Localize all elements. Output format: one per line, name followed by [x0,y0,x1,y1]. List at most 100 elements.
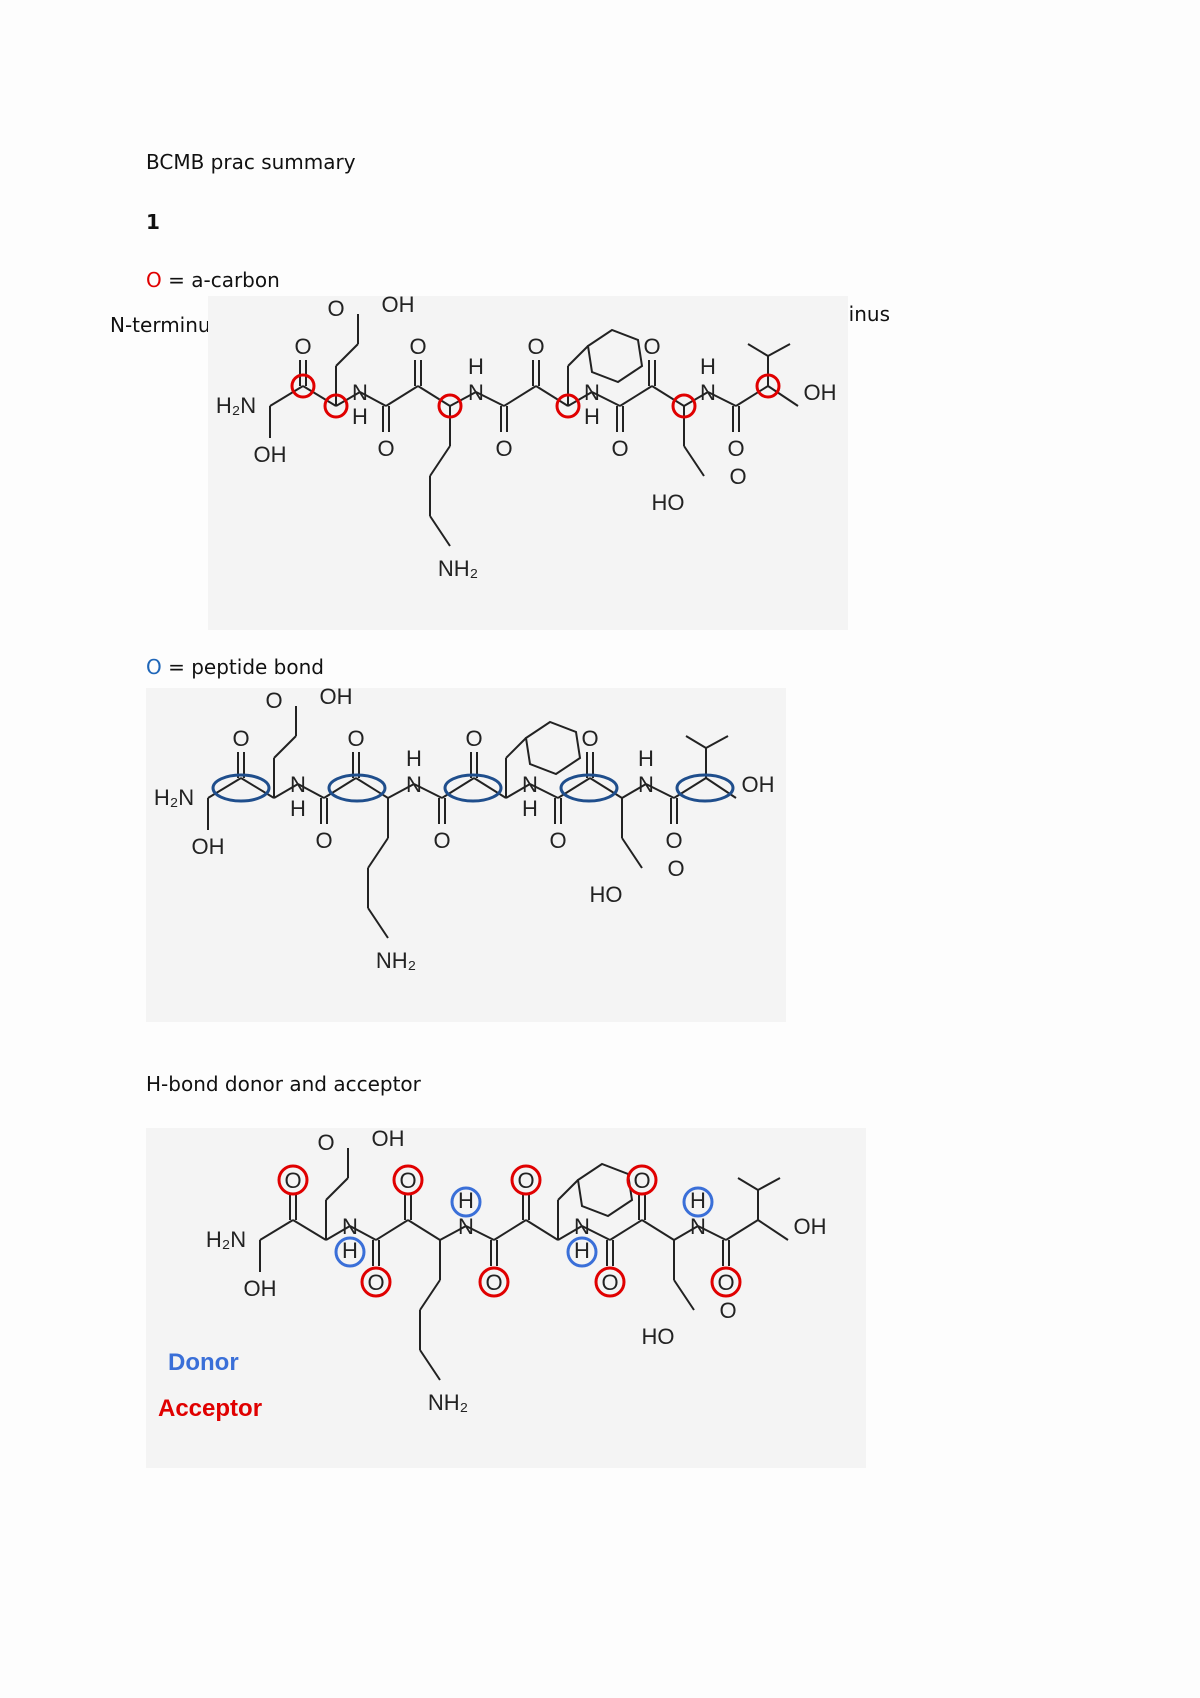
bond-line [385,385,419,407]
carbonyl-oxygen-label: O [611,436,628,461]
hbond-donor-marker [566,1236,598,1268]
bond-line [505,737,527,759]
bond-line [535,385,569,407]
phenyl-ring [576,1162,634,1218]
bond-line [685,735,707,749]
hbond-donor-marker [334,1236,366,1268]
bond-line [621,837,643,869]
bond-line [355,777,389,799]
bond-line [767,385,799,407]
hbond-acceptor-marker [478,1266,510,1298]
amide-nitrogen-label: N [638,772,654,797]
aspartate-carbonyl-label: O [719,1298,736,1323]
bond-line [359,391,387,407]
peptide-bond-marker [327,773,387,803]
amide-nitrogen-label: N [522,772,538,797]
alpha-carbon-marker [323,393,349,419]
lysine-amine-label: NH₂ [376,948,416,973]
lysine-amine-label: NH₂ [438,556,478,581]
amide-hydrogen-label: H [522,796,538,821]
lysine-amine-label: NH₂ [428,1390,468,1415]
bond-line [557,1179,579,1201]
bond-line [439,1225,467,1241]
glutamate-hydroxyl-label: OH [382,296,415,317]
carbonyl-oxygen-label: O [284,1168,301,1193]
peptide-bond-symbol: O [146,655,162,679]
bond-line [589,777,623,799]
bond-line [375,1219,409,1241]
phenyl-ring [524,720,582,776]
bond-line [367,907,389,939]
carbonyl-oxygen-label: O [485,1270,502,1295]
bond-line [503,385,537,407]
hbond-donor-marker [450,1186,482,1218]
aspartate-hydroxyl-label: HO [652,490,685,515]
bond-line [557,1225,583,1241]
alpha-carbon-marker [437,393,463,419]
alpha-carbon-text: = a-carbon [161,268,280,292]
peptide-bond-marker [211,773,271,803]
aspartate-carbonyl-label: O [729,464,746,489]
amide-nitrogen-label: N [406,772,422,797]
bond-line [567,391,593,407]
carbonyl-oxygen-label: O [495,436,512,461]
aspartate-carbonyl-label: O [667,856,684,881]
aspartate-hydroxyl-label: HO [590,882,623,907]
bond-line [757,1219,789,1241]
bond-line [465,1225,495,1241]
amide-hydrogen-label: H [468,354,484,379]
carbonyl-oxygen-label: O [232,726,249,751]
carbonyl-oxygen-label: O [665,828,682,853]
amide-nitrogen-label: N [690,1214,706,1239]
carbonyl-oxygen-label: O [527,334,544,359]
carbonyl-oxygen-label: O [399,1168,416,1193]
bond-line [621,783,647,799]
amide-hydrogen-label: H [638,746,654,771]
hbond-acceptor-marker [360,1266,392,1298]
bond-line [413,783,443,799]
carbonyl-oxygen-label: O [377,436,394,461]
hbond-acceptor-marker [710,1266,742,1298]
carbonyl-oxygen-label: O [643,334,660,359]
bond-line [735,385,769,407]
bond-line [525,1219,559,1241]
amine-label: H₂N [206,1227,246,1252]
carbonyl-oxygen-label: O [549,828,566,853]
amide-nitrogen-label: N [290,772,306,797]
bond-line [449,391,477,407]
bond-line [673,1225,699,1241]
section-number: 1 [146,210,160,234]
peptide-bond-legend: O = peptide bond [146,655,324,679]
bond-line [757,1177,781,1191]
bond-line [673,777,707,799]
alpha-carbon-marker [555,393,581,419]
bond-line [591,391,621,407]
bond-line [207,777,242,799]
amide-nitrogen-label: N [584,380,600,405]
carbonyl-oxygen-label: O [581,726,598,751]
carbonyl-oxygen-label: O [433,828,450,853]
peptide-bond-marker [443,773,503,803]
bond-line [323,777,357,799]
hbond-acceptor-marker [392,1164,424,1196]
carbonyl-oxygen-label: O [294,334,311,359]
glutamate-carbonyl-label: O [317,1130,334,1155]
carbonyl-oxygen-label: O [367,1270,384,1295]
bond-line [273,735,297,759]
glutamate-hydroxyl-label: OH [320,688,353,709]
amide-hydrogen-label: H [406,746,422,771]
bond-line [645,783,675,799]
bond-line [407,1219,441,1241]
bond-line [259,1219,294,1241]
bond-line [335,391,361,407]
bond-line [292,1219,327,1241]
bond-line [683,445,705,477]
amide-hydrogen-label: H [342,1238,358,1263]
bond-line [441,777,475,799]
bond-line [325,1177,349,1201]
amide-hydrogen-label: H [290,796,306,821]
c-terminal-hydroxyl-label: OH [804,380,837,405]
